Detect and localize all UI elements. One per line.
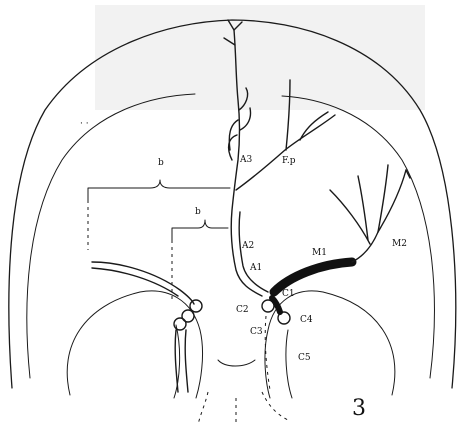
left-fossa-inner: [174, 325, 180, 398]
m2-branch-2: [378, 170, 406, 232]
right-middle-fossa: [265, 291, 395, 398]
label-c1: C1: [282, 289, 295, 299]
left-carotid-loop-upper: [190, 300, 202, 312]
label-m2: M2: [392, 239, 407, 249]
m2-stem: [352, 232, 378, 262]
label-c3: C3: [250, 327, 263, 337]
left-carotid-loop-lower: [174, 318, 186, 330]
left-brain-contour: [27, 94, 195, 378]
bracket-b-lower: [172, 220, 228, 240]
label-c5: C5: [298, 353, 311, 363]
left-lateral-artery: [92, 262, 194, 304]
anterior-cerebral-trunk-2: [239, 212, 268, 292]
left-middle-fossa: [67, 291, 202, 398]
left-central-dash: [198, 392, 208, 425]
label-b-lower: b: [195, 207, 201, 217]
label-c2: C2: [236, 305, 249, 315]
label-a3: A3: [239, 155, 252, 165]
label-b-upper: b: [158, 158, 164, 168]
stray-mark: · ·: [80, 119, 89, 129]
right-fossa-inner: [286, 330, 292, 398]
label-a1: A1: [249, 263, 262, 273]
bracket-b-upper: [88, 180, 230, 200]
label-c4: C4: [300, 315, 313, 325]
label-m1: M1: [312, 248, 327, 258]
label-a2: A2: [241, 241, 254, 251]
m1-segment: [274, 262, 352, 292]
m2-branch-1: [378, 165, 388, 232]
right-brain-contour: [282, 96, 434, 378]
branch-a3-right-2: [240, 108, 251, 130]
left-carotid-trunk-2: [185, 330, 188, 392]
central-base-line: [218, 360, 255, 366]
frontopolar-branch: [236, 115, 335, 190]
left-lateral-artery-lower: [92, 268, 178, 296]
figure-number: 3: [352, 396, 366, 421]
label-fp: F.p: [282, 156, 296, 166]
m2-branch-3: [330, 190, 370, 244]
right-central-dash: [262, 392, 288, 420]
left-carotid-trunk: [175, 330, 178, 392]
